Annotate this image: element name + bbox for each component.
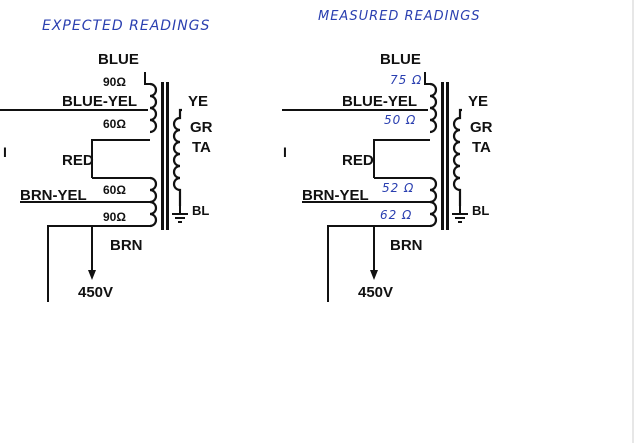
measured-label-blue-yel: BLUE-YEL bbox=[342, 93, 417, 110]
expected-label-blue: BLUE bbox=[98, 51, 139, 68]
measured-arrow-icon bbox=[370, 270, 378, 280]
measured-label-voltage: 450V bbox=[358, 284, 393, 301]
measured-wire-red-top bbox=[373, 139, 430, 178]
measured-primary-coil-lower bbox=[429, 176, 438, 228]
measured-label-blue: BLUE bbox=[380, 51, 421, 68]
expected-label-gr-partial: GR bbox=[190, 119, 213, 136]
expected-label-bl-partial: BL bbox=[192, 203, 209, 218]
measured-schematic: MEASURED READINGS BLUE 75 Ω BLUE-YEL 50 … bbox=[282, 9, 493, 302]
measured-reading-red-brnyel: 52 Ω bbox=[382, 181, 414, 195]
measured-label-brn-yel: BRN-YEL bbox=[302, 187, 369, 204]
measured-reading-bluyel-red: 50 Ω bbox=[384, 113, 416, 127]
expected-secondary-coil bbox=[172, 108, 182, 206]
expected-arrow-icon bbox=[88, 270, 96, 280]
expected-wire-blue bbox=[144, 72, 150, 85]
measured-label-brn: BRN bbox=[390, 237, 423, 254]
measured-primary-coil-upper bbox=[429, 82, 438, 134]
measured-core-bar-1 bbox=[441, 82, 444, 230]
measured-label-red: RED bbox=[342, 152, 374, 169]
expected-label-brn: BRN bbox=[110, 237, 143, 254]
measured-wire-blue bbox=[424, 72, 430, 85]
expected-reading-bluyel-red: 60Ω bbox=[103, 117, 126, 131]
expected-label-yel-partial: YE bbox=[188, 93, 208, 110]
expected-reading-blue-bluyel: 90Ω bbox=[103, 75, 126, 89]
expected-reading-brnyel-brn: 90Ω bbox=[103, 210, 126, 224]
measured-label-bl-partial: BL bbox=[472, 203, 489, 218]
expected-schematic: EXPECTED READINGS BLUE 90Ω BLUE-YEL 60Ω … bbox=[0, 18, 213, 302]
measured-i-mark: I bbox=[283, 144, 287, 160]
expected-core-bar-2 bbox=[166, 82, 169, 230]
expected-wire-return bbox=[47, 225, 150, 302]
expected-label-blue-yel: BLUE-YEL bbox=[62, 93, 137, 110]
expected-i-mark: I bbox=[3, 144, 7, 160]
measured-reading-blue-bluyel: 75 Ω bbox=[390, 73, 422, 87]
measured-label-yel-partial: YE bbox=[468, 93, 488, 110]
measured-heading: MEASURED READINGS bbox=[318, 9, 481, 24]
expected-ground-icon bbox=[172, 213, 188, 223]
expected-label-voltage: 450V bbox=[78, 284, 113, 301]
expected-reading-red-brnyel: 60Ω bbox=[103, 183, 126, 197]
measured-reading-brnyel-brn: 62 Ω bbox=[380, 208, 412, 222]
measured-label-ta-partial: TA bbox=[472, 139, 491, 156]
measured-label-gr-partial: GR bbox=[470, 119, 493, 136]
measured-secondary-coil bbox=[452, 108, 462, 206]
measured-core-bar-2 bbox=[446, 82, 449, 230]
expected-primary-coil-upper bbox=[149, 82, 158, 134]
measured-ground-icon bbox=[452, 213, 468, 223]
expected-label-brn-yel: BRN-YEL bbox=[20, 187, 87, 204]
expected-wire-red-top bbox=[91, 139, 150, 178]
expected-label-red: RED bbox=[62, 152, 94, 169]
expected-primary-coil-lower bbox=[149, 176, 158, 228]
expected-core-bar-1 bbox=[161, 82, 164, 230]
measured-wire-return bbox=[327, 225, 430, 302]
expected-heading: EXPECTED READINGS bbox=[42, 18, 210, 34]
expected-label-ta-partial: TA bbox=[192, 139, 211, 156]
